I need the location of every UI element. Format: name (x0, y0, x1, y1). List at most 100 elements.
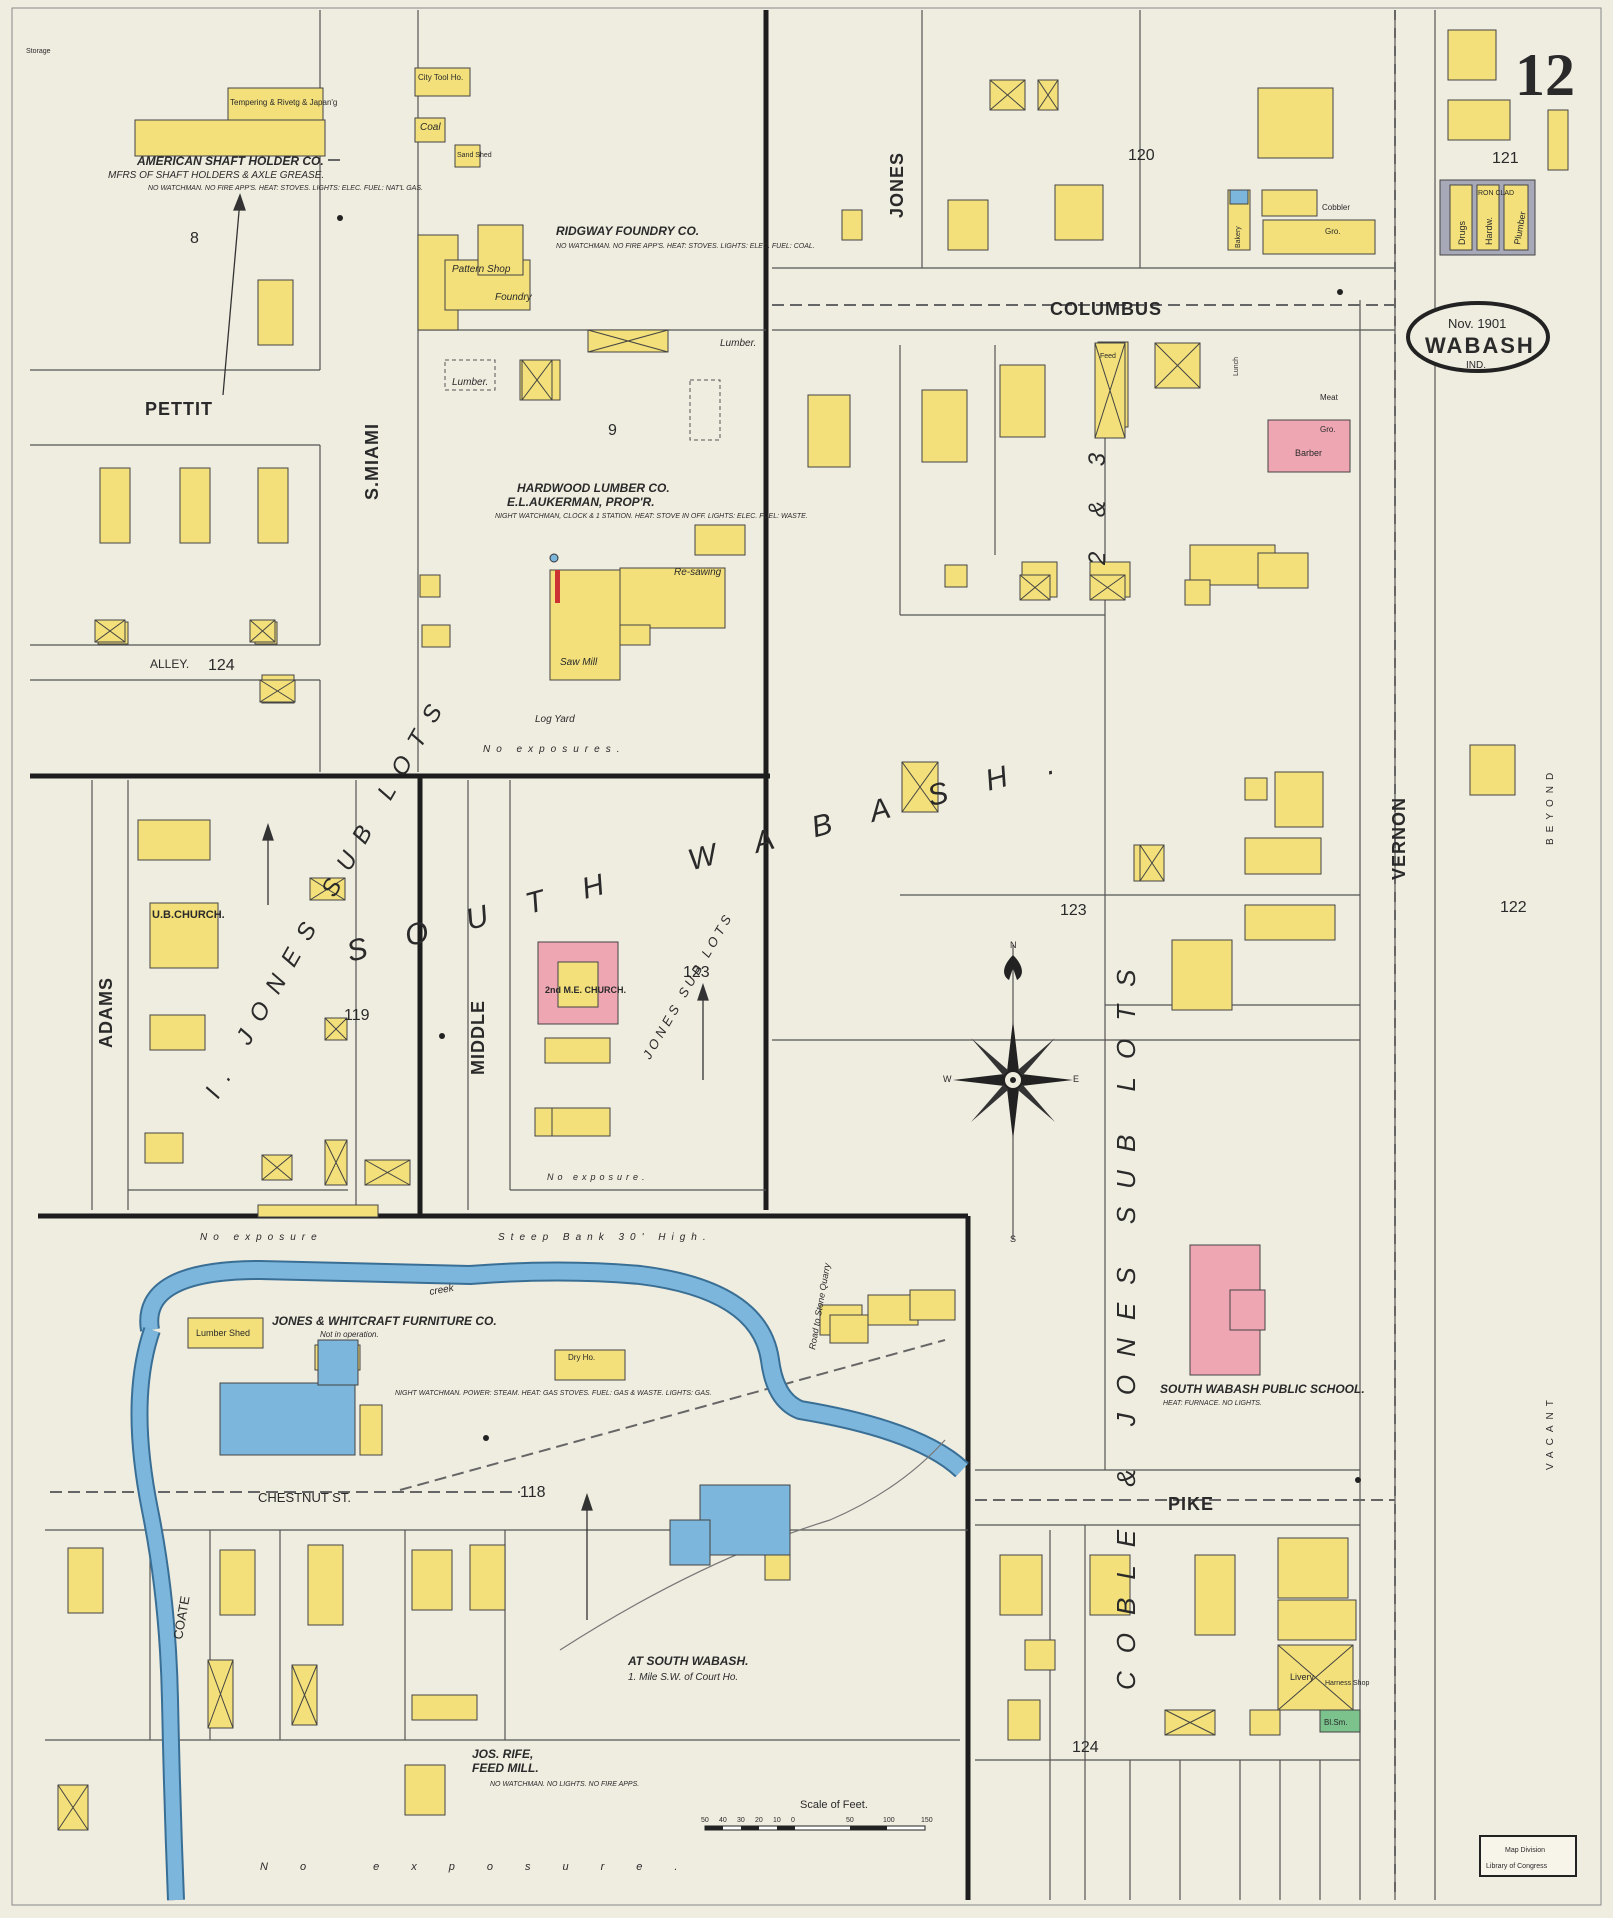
label-resawing: Re-sawing (674, 567, 722, 578)
scale-tick-label: 10 (773, 1817, 781, 1824)
scale-title: Scale of Feet. (800, 1799, 868, 1811)
hydrants (337, 215, 1361, 1483)
biz-shaft-holder-note: NO WATCHMAN. NO FIRE APP'S. HEAT: STOVES… (148, 185, 423, 192)
label-harness: Harness Shop (1325, 1680, 1369, 1687)
small-blue-building (1229, 189, 1249, 205)
subdivision-2-3: 2 & 3 (1084, 439, 1111, 566)
scale-bar (704, 1825, 926, 1831)
compass-w-label: W (943, 1074, 952, 1084)
creek (141, 1261, 968, 1476)
label-hardware: Hardw. (1484, 217, 1494, 245)
biz-ridgway-note: NO WATCHMAN. NO FIRE APP'S. HEAT: STOVES… (556, 243, 815, 250)
smokestack (555, 570, 560, 603)
compass-rose (953, 945, 1073, 1240)
biz-hardwood: HARDWOOD LUMBER CO. (517, 481, 670, 495)
label-storage: Storage (26, 48, 51, 55)
block-118: 118 (520, 1484, 546, 1501)
label-vacant: VACANT (1545, 1394, 1556, 1470)
heavy-block-lines (30, 10, 971, 1900)
label-pattern-shop: Pattern Shop (452, 264, 511, 275)
biz-shaft-holder: AMERICAN SHAFT HOLDER CO. (136, 154, 324, 168)
label-tempering: Tempering & Rivetg & Japan'g (230, 98, 337, 107)
label-no-exposures: No exposures. (483, 744, 625, 755)
dotted-sheds (444, 359, 721, 441)
biz-furniture-note: NIGHT WATCHMAN. POWER: STEAM. HEAT: GAS … (395, 1390, 712, 1397)
subdivision-coble-jones: COBLE & JONES SUB LOTS (1111, 952, 1141, 1690)
label-drugs: Drugs (1457, 220, 1467, 245)
lib-stamp-line1: Map Division (1505, 1847, 1545, 1854)
block-121: 121 (1492, 150, 1519, 167)
street-middle: MIDDLE (468, 1000, 488, 1075)
sheet-border (11, 7, 1602, 1906)
compass-n-label: N (1010, 940, 1017, 950)
biz-hardwood-prop: E.L.AUKERMAN, PROP'R. (507, 495, 655, 509)
stamp-state: IND. (1466, 360, 1486, 371)
biz-feed-mill-owner: JOS. RIFE, (472, 1747, 533, 1761)
label-gro-2: Gro. (1325, 227, 1341, 236)
label-city-tool: City Tool Ho. (418, 73, 463, 82)
block-8: 8 (190, 230, 199, 247)
city-stamp (1406, 301, 1550, 373)
block-123-west: 123 (683, 964, 710, 981)
block-123-east: 123 (1060, 902, 1087, 919)
label-lunch: Lunch (1233, 357, 1240, 376)
biz-ridgway: RIDGWAY FOUNDRY CO. (556, 224, 699, 238)
scale-tick-label: 50 (701, 1817, 709, 1824)
stamp-date: Nov. 1901 (1448, 316, 1506, 331)
label-lumber: Lumber. (452, 377, 488, 388)
biz-feed-mill-note: NO WATCHMAN. NO LIGHTS. NO FIRE APPS. (490, 1781, 639, 1788)
label-coal: Coal (420, 122, 441, 133)
street-vernon: VERNON (1389, 797, 1409, 880)
street-alley: ALLEY. (150, 657, 189, 671)
label-lumber-2: Lumber. (720, 338, 756, 349)
label-log-yard: Log Yard (535, 714, 575, 725)
biz-me-church: 2nd M.E. CHURCH. (545, 985, 626, 995)
label-feed: Feed (1100, 353, 1116, 360)
sheet-number: 12 (1515, 42, 1575, 108)
furniture-factory (219, 1382, 356, 1456)
biz-school-note: HEAT: FURNACE. NO LIGHTS. (1163, 1400, 1262, 1407)
label-steep-bank: Steep Bank 30' High. (498, 1232, 712, 1243)
north-arrows (222, 193, 709, 1620)
label-foundry: Foundry (495, 292, 533, 303)
block-119: 119 (344, 1007, 370, 1024)
label-blacksmith: Bl.Sm. (1324, 1718, 1348, 1727)
biz-shaft-holder-desc: MFRS OF SHAFT HOLDERS & AXLE GREASE. (108, 170, 324, 181)
label-cobbler: Cobbler (1322, 203, 1350, 212)
scale-tick-label: 30 (737, 1817, 745, 1824)
scale-tick-label: 100 (883, 1817, 895, 1824)
biz-ub-church: U.B.CHURCH. (152, 909, 225, 921)
hardware-store (1476, 184, 1500, 251)
biz-at-south-wabash: AT SOUTH WABASH. (627, 1654, 748, 1668)
compass-s-label: S (1010, 1234, 1016, 1244)
sheds (57, 79, 1354, 1831)
scale-tick-label: 20 (755, 1817, 763, 1824)
lib-stamp-line2: Library of Congress (1486, 1863, 1548, 1870)
label-livery: Livery (1290, 1672, 1315, 1682)
scale-tick-label: 150 (921, 1817, 933, 1824)
biz-distance-note: 1. Mile S.W. of Court Ho. (628, 1672, 738, 1683)
stone-building-1 (699, 1484, 791, 1556)
label-meat: Meat (1320, 393, 1339, 402)
me-church-frame (557, 961, 599, 1008)
label-not-in-operation: Not in operation. (320, 1330, 379, 1339)
label-bakery: Bakery (1235, 226, 1242, 248)
furniture-engine (317, 1339, 359, 1386)
street-s-miami: S.MIAMI (362, 423, 382, 500)
scale-tick-label: 40 (719, 1817, 727, 1824)
street-columbus: COLUMBUS (1050, 299, 1162, 319)
biz-furniture: JONES & WHITCRAFT FURNITURE CO. (272, 1314, 497, 1328)
compass-e-label: E (1073, 1074, 1079, 1084)
drugs-store (1449, 184, 1473, 251)
block-122: 122 (1500, 899, 1527, 916)
street-chestnut: CHESTNUT ST. (258, 1490, 351, 1505)
water-tank (549, 553, 559, 563)
label-saw-mill: Saw Mill (560, 657, 598, 668)
block-124-west: 124 (208, 657, 235, 674)
street-pike: PIKE (1168, 1494, 1214, 1514)
block-9: 9 (608, 422, 617, 439)
street-jones: JONES (887, 152, 907, 218)
